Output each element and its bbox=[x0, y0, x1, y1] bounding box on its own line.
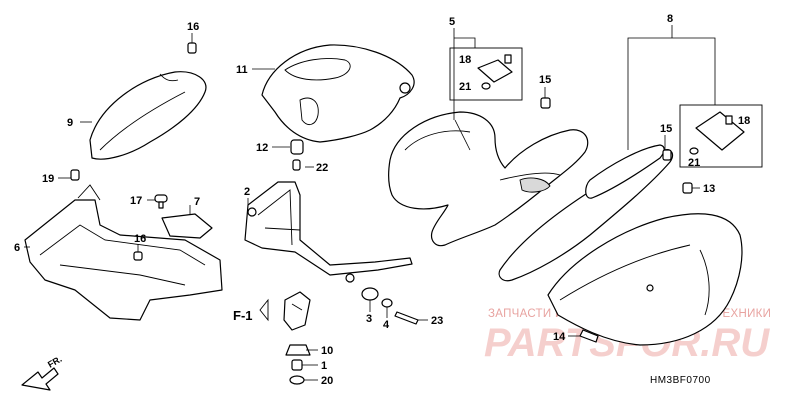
part-20-washer[interactable] bbox=[289, 375, 305, 385]
part-7-bracket[interactable] bbox=[161, 213, 213, 239]
part-8-rear-fender[interactable] bbox=[498, 144, 743, 346]
callout-1: 1 bbox=[321, 360, 327, 372]
part-11-tank-cover[interactable] bbox=[261, 44, 415, 143]
detail-f1 bbox=[259, 291, 311, 331]
callout-4: 4 bbox=[383, 319, 390, 331]
callout-7: 7 bbox=[194, 196, 200, 208]
callout-14: 14 bbox=[553, 331, 566, 343]
callout-21-left: 21 bbox=[459, 81, 471, 93]
inset-box-right bbox=[679, 104, 763, 168]
callout-10: 10 bbox=[321, 345, 333, 357]
part-14-bolt[interactable] bbox=[579, 329, 599, 343]
part-12-clip[interactable] bbox=[290, 139, 304, 155]
inset-box-left bbox=[449, 47, 523, 101]
callout-18-left: 18 bbox=[459, 54, 471, 66]
part-4-washer[interactable] bbox=[381, 298, 393, 308]
callout-16-left: 16 bbox=[134, 233, 146, 245]
direction-arrow-icon bbox=[21, 367, 59, 391]
callout-5: 5 bbox=[449, 16, 455, 28]
part-1-collar[interactable] bbox=[291, 359, 303, 371]
part-13-nut[interactable] bbox=[682, 182, 693, 194]
part-9-front-cover[interactable] bbox=[89, 71, 207, 160]
view-marker: F-1 bbox=[233, 308, 253, 323]
leader-lines bbox=[24, 25, 716, 381]
callout-11: 11 bbox=[236, 64, 248, 76]
callout-6: 6 bbox=[14, 242, 20, 254]
callout-17: 17 bbox=[130, 195, 142, 207]
part-16-bolt-top[interactable] bbox=[187, 42, 197, 54]
callout-15-a: 15 bbox=[539, 74, 551, 86]
reference-code: HM3BF0700 bbox=[650, 375, 711, 386]
callout-12: 12 bbox=[256, 142, 268, 154]
direction-label: FR. bbox=[46, 354, 64, 370]
part-15-screw-a[interactable] bbox=[540, 97, 551, 109]
callout-16-top: 16 bbox=[187, 21, 199, 33]
part-10-rubber[interactable] bbox=[285, 344, 311, 356]
callout-20: 20 bbox=[321, 375, 333, 387]
part-19-clip[interactable] bbox=[70, 169, 80, 181]
callout-22: 22 bbox=[316, 162, 328, 174]
part-15-screw-b[interactable] bbox=[662, 149, 672, 161]
part-23-bolt[interactable] bbox=[394, 311, 419, 325]
part-16-bolt-left[interactable] bbox=[133, 251, 143, 261]
callout-19: 19 bbox=[42, 173, 54, 185]
callout-9: 9 bbox=[67, 117, 73, 129]
callout-21-right: 21 bbox=[688, 157, 700, 169]
part-17-grommet[interactable] bbox=[154, 194, 168, 209]
part-3-collar[interactable] bbox=[361, 287, 379, 301]
part-22-bolt[interactable] bbox=[292, 159, 301, 171]
callout-15-b: 15 bbox=[660, 123, 672, 135]
callout-3: 3 bbox=[366, 313, 372, 325]
callout-13: 13 bbox=[703, 183, 715, 195]
callout-23: 23 bbox=[431, 315, 443, 327]
part-2-frame-stay[interactable] bbox=[244, 181, 413, 283]
callout-18-right: 18 bbox=[738, 115, 750, 127]
part-6-skid-plate[interactable] bbox=[24, 184, 223, 321]
callout-8: 8 bbox=[667, 13, 673, 25]
callout-2: 2 bbox=[244, 186, 250, 198]
part-5-front-fender[interactable] bbox=[388, 111, 589, 247]
